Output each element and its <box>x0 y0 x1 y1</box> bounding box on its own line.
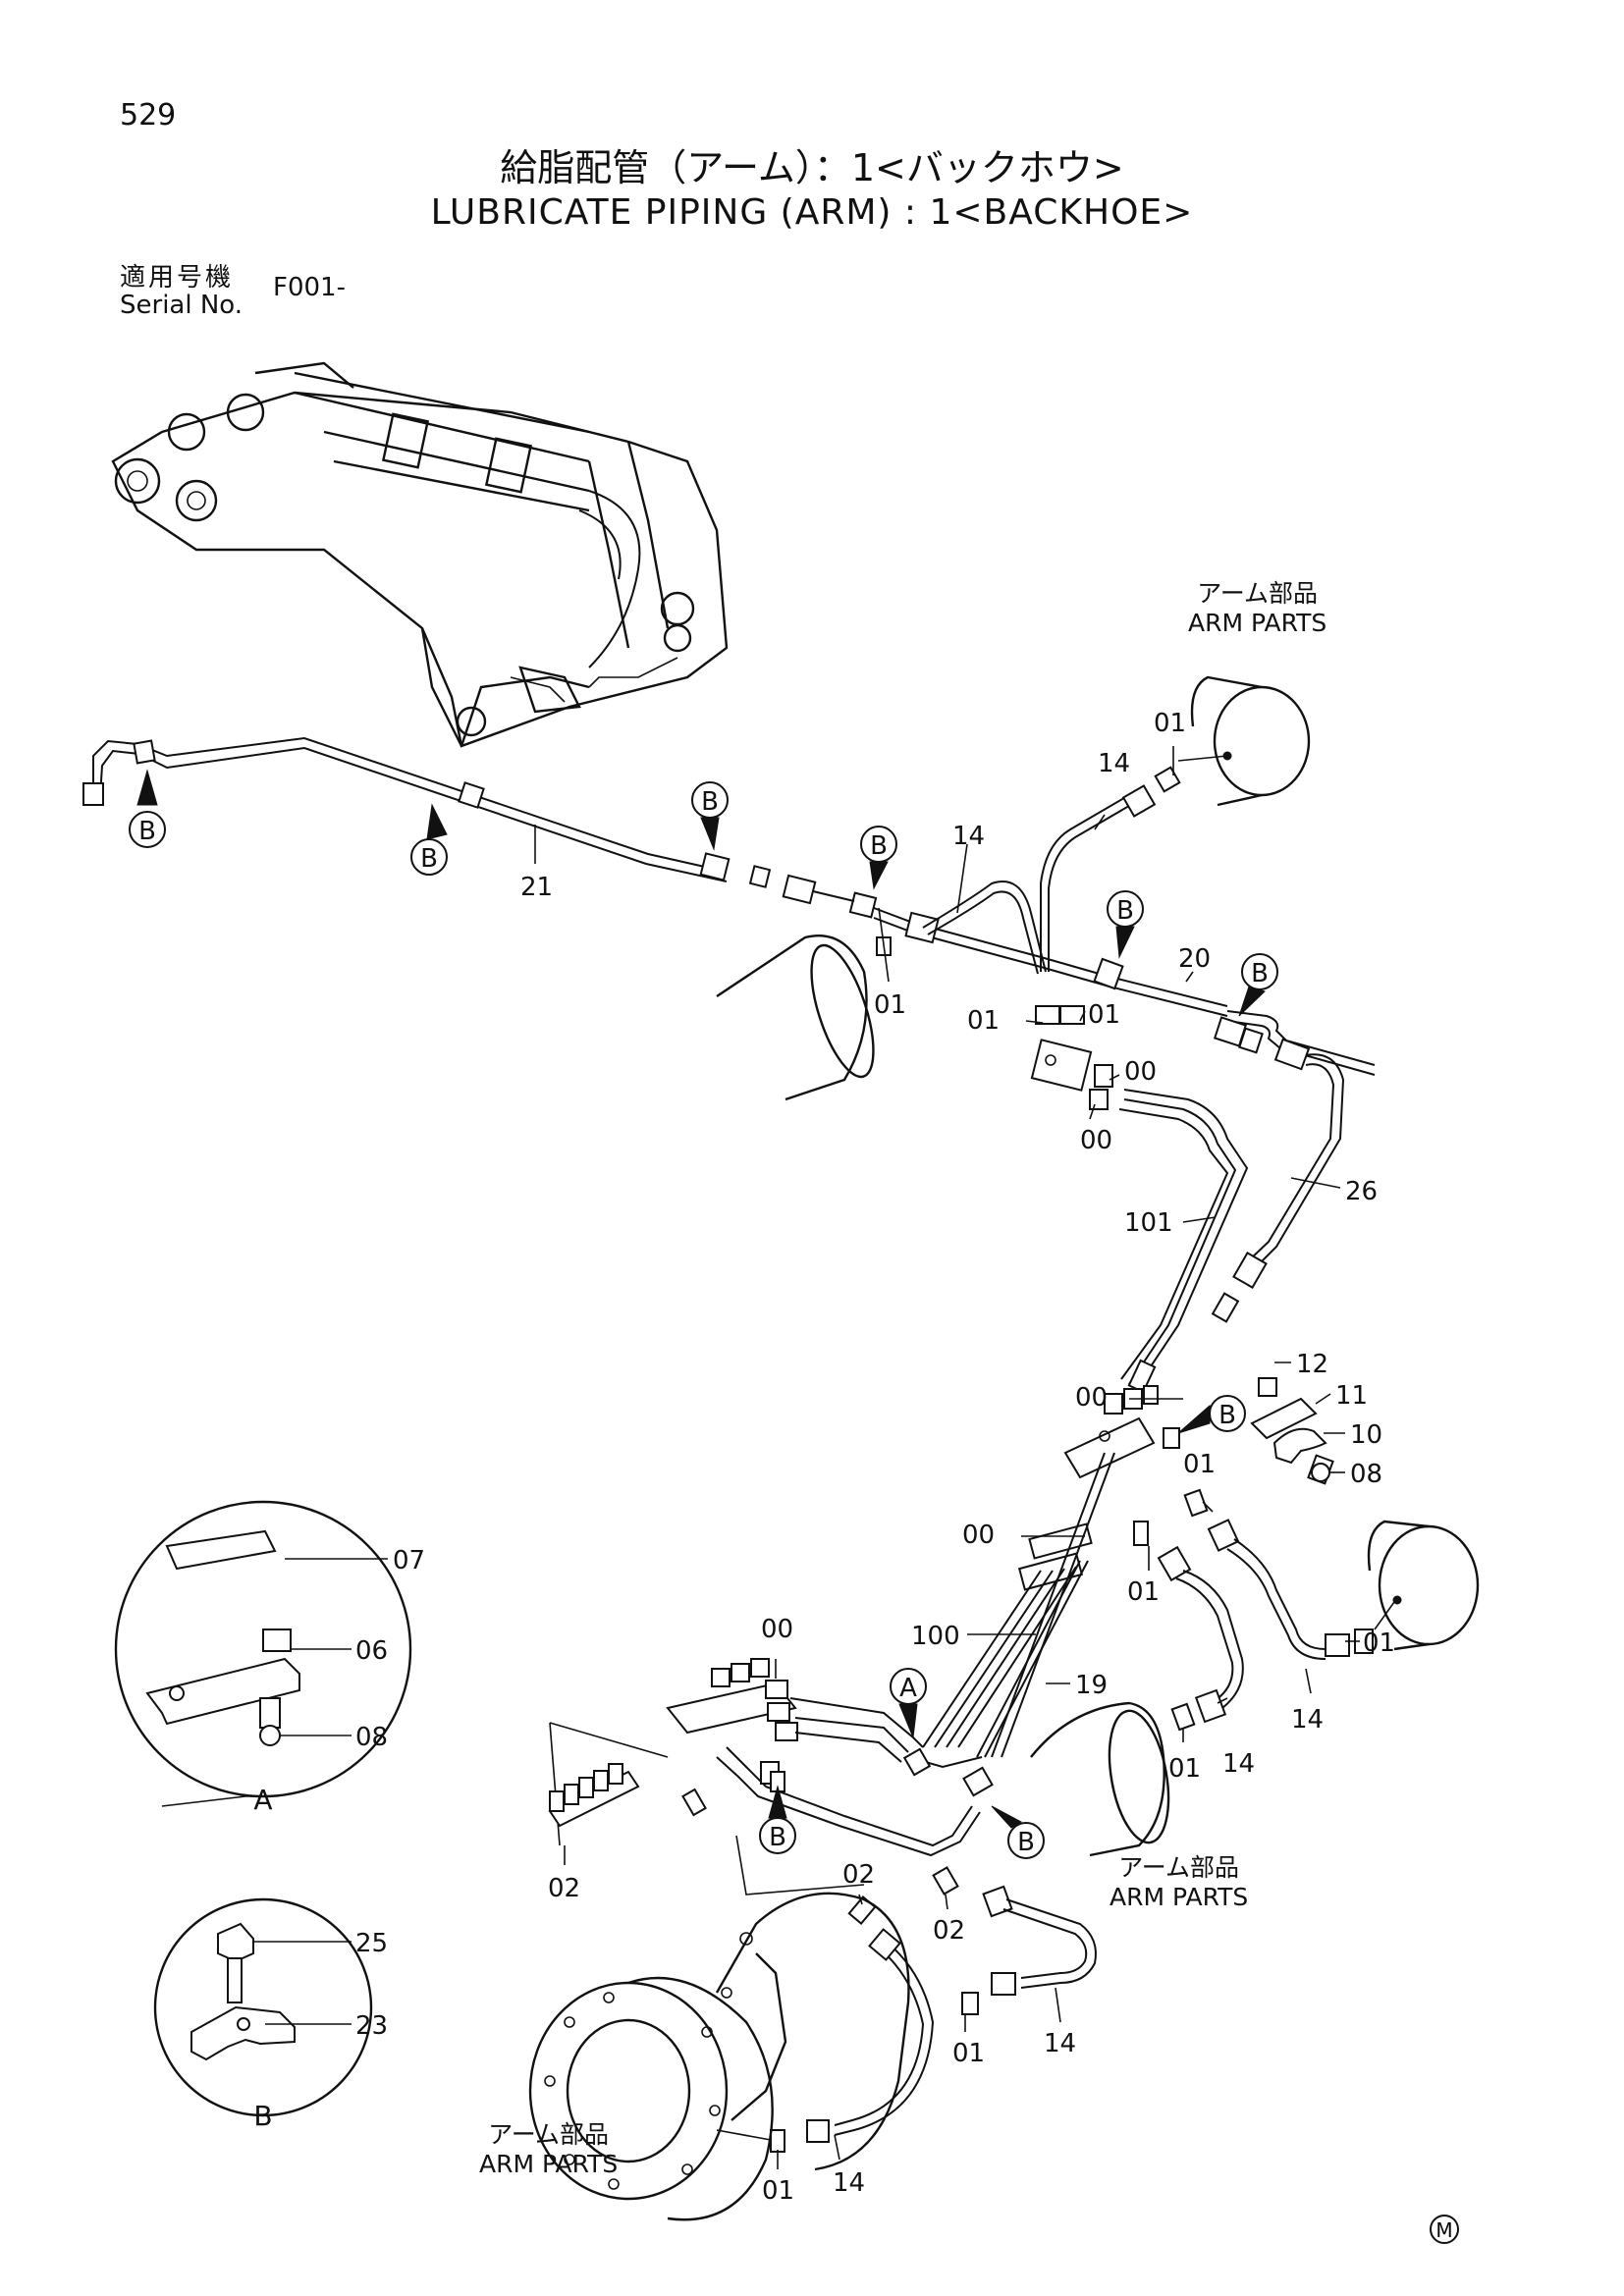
page-title-english: LUBRICATE PIPING (ARM) : 1<BACKHOE> <box>430 192 1194 233</box>
part-number-labels: 07 06 08 25 23 21 01 14 01 01 14 01 20 0… <box>355 709 1395 2206</box>
arm-part-flange-bottom <box>528 1892 910 2221</box>
callout-b-1: B <box>129 769 166 848</box>
part-number-101: 101 <box>1124 1208 1173 1238</box>
arm-part-cylinder-mid-left <box>716 934 875 1101</box>
pipe-21 <box>82 736 772 888</box>
fitting-group-upper-left <box>782 874 1228 1017</box>
callout-b-letter: B <box>420 844 438 874</box>
callout-b-4: B <box>860 826 897 890</box>
part-number-10: 10 <box>1350 1420 1382 1450</box>
arm-parts-jp: アーム部品 <box>1118 1853 1240 1882</box>
arm-parts-label-top: アーム部品 ARM PARTS <box>1188 579 1326 638</box>
part-number-02: 02 <box>548 1874 580 1903</box>
clamp-parts-right <box>1250 1377 1334 1485</box>
part-number-01: 01 <box>1127 1577 1160 1607</box>
callout-b-letter: B <box>1017 1828 1035 1857</box>
distribution-block-upper <box>1030 957 1376 1110</box>
pipe-14-lower <box>735 1835 1097 2153</box>
callout-b-7: B <box>1177 1395 1246 1434</box>
part-number-01: 01 <box>967 1006 1000 1036</box>
detail-circle-b <box>153 1897 373 2117</box>
detail-label-b: B <box>253 2100 272 2132</box>
page-number: 529 <box>120 98 177 133</box>
callout-b-8: B <box>759 1785 796 1854</box>
part-number-14: 14 <box>1044 2029 1076 2058</box>
part-number-01: 01 <box>1183 1450 1216 1479</box>
serial-value: F001- <box>273 273 346 302</box>
part-number-06: 06 <box>355 1636 388 1666</box>
part-number-100: 100 <box>911 1622 960 1651</box>
circled-m-mark: M <box>1430 2215 1459 2244</box>
pipe-14-upper <box>922 766 1181 975</box>
part-number-25: 25 <box>355 1929 388 1958</box>
part-number-20: 20 <box>1178 944 1211 974</box>
pipe-14-right <box>1183 1488 1480 1660</box>
arm-part-cylinder-top <box>1177 675 1311 807</box>
callout-b-letter: B <box>769 1823 786 1852</box>
detail-circle-a <box>114 1500 412 1807</box>
distribution-block-lower <box>666 1658 994 1857</box>
part-number-00: 00 <box>761 1615 793 1644</box>
part-number-00: 00 <box>1080 1126 1112 1155</box>
serial-label-japanese: 適用号機 <box>120 263 235 293</box>
leader-lines <box>253 746 1360 2169</box>
part-number-01: 01 <box>952 2039 985 2068</box>
arm-parts-jp: アーム部品 <box>1197 579 1319 608</box>
arm-assembly-illustration <box>111 361 729 748</box>
callout-b-letter: B <box>138 817 156 846</box>
mark-letter: M <box>1435 2218 1452 2242</box>
part-number-08: 08 <box>1350 1460 1382 1489</box>
part-number-07: 07 <box>393 1546 425 1575</box>
callout-b-letter: B <box>870 831 888 861</box>
part-number-14: 14 <box>833 2168 865 2198</box>
part-number-23: 23 <box>355 2011 388 2041</box>
callout-b-letter: B <box>1251 959 1269 988</box>
part-number-19: 19 <box>1075 1671 1108 1700</box>
arm-parts-en: ARM PARTS <box>1110 1883 1249 1911</box>
part-number-00: 00 <box>1075 1383 1108 1413</box>
part-number-26: 26 <box>1345 1177 1378 1206</box>
page-title-japanese: 給脂配管（アーム）：1<バックホウ> <box>500 146 1124 189</box>
detail-label-a: A <box>253 1784 272 1816</box>
part-number-02: 02 <box>842 1860 875 1890</box>
callout-a: A <box>890 1668 927 1739</box>
callout-b-5: B <box>1107 890 1144 959</box>
part-number-00: 00 <box>962 1521 995 1550</box>
part-number-00: 00 <box>1124 1057 1157 1087</box>
callout-b-2: B <box>410 803 448 876</box>
arm-parts-en: ARM PARTS <box>1188 609 1327 637</box>
part-number-14: 14 <box>1098 749 1130 778</box>
part-number-21: 21 <box>520 873 553 902</box>
part-number-01: 01 <box>1088 1000 1120 1030</box>
pipe-26 <box>1211 1038 1345 1323</box>
part-number-02: 02 <box>933 1916 965 1946</box>
callout-b-letter: B <box>1116 896 1134 926</box>
pipe-14-center <box>1133 1521 1244 1732</box>
callout-b-letter: B <box>701 787 719 817</box>
arm-parts-label-middle: アーム部品 ARM PARTS <box>1110 1853 1248 1912</box>
callout-b-6: B <box>1238 953 1278 1017</box>
part-number-08: 08 <box>355 1723 388 1752</box>
part-number-01: 01 <box>874 990 906 1020</box>
serial-label-english: Serial No. <box>120 291 243 320</box>
part-number-11: 11 <box>1335 1381 1368 1411</box>
fitting-rail-02 <box>548 1722 785 1846</box>
arm-part-cylinder-lower <box>1030 1701 1170 1857</box>
part-number-01: 01 <box>1154 709 1186 738</box>
callout-a-letter: A <box>899 1674 917 1703</box>
part-number-01: 01 <box>762 2176 794 2206</box>
callout-b-group: B B B B B B B <box>129 769 1278 1859</box>
pipe-101 <box>1118 1089 1249 1394</box>
part-number-14: 14 <box>1291 1705 1324 1735</box>
part-number-14: 14 <box>952 822 985 851</box>
part-number-01: 01 <box>1363 1629 1395 1658</box>
callout-b-letter: B <box>1218 1401 1236 1430</box>
part-number-12: 12 <box>1296 1350 1328 1379</box>
callout-b-9: B <box>991 1805 1045 1859</box>
part-number-01: 01 <box>1168 1754 1201 1784</box>
part-number-14: 14 <box>1222 1749 1255 1779</box>
callout-b-3: B <box>691 781 729 851</box>
pipe-100-bundle <box>922 1452 1115 1758</box>
